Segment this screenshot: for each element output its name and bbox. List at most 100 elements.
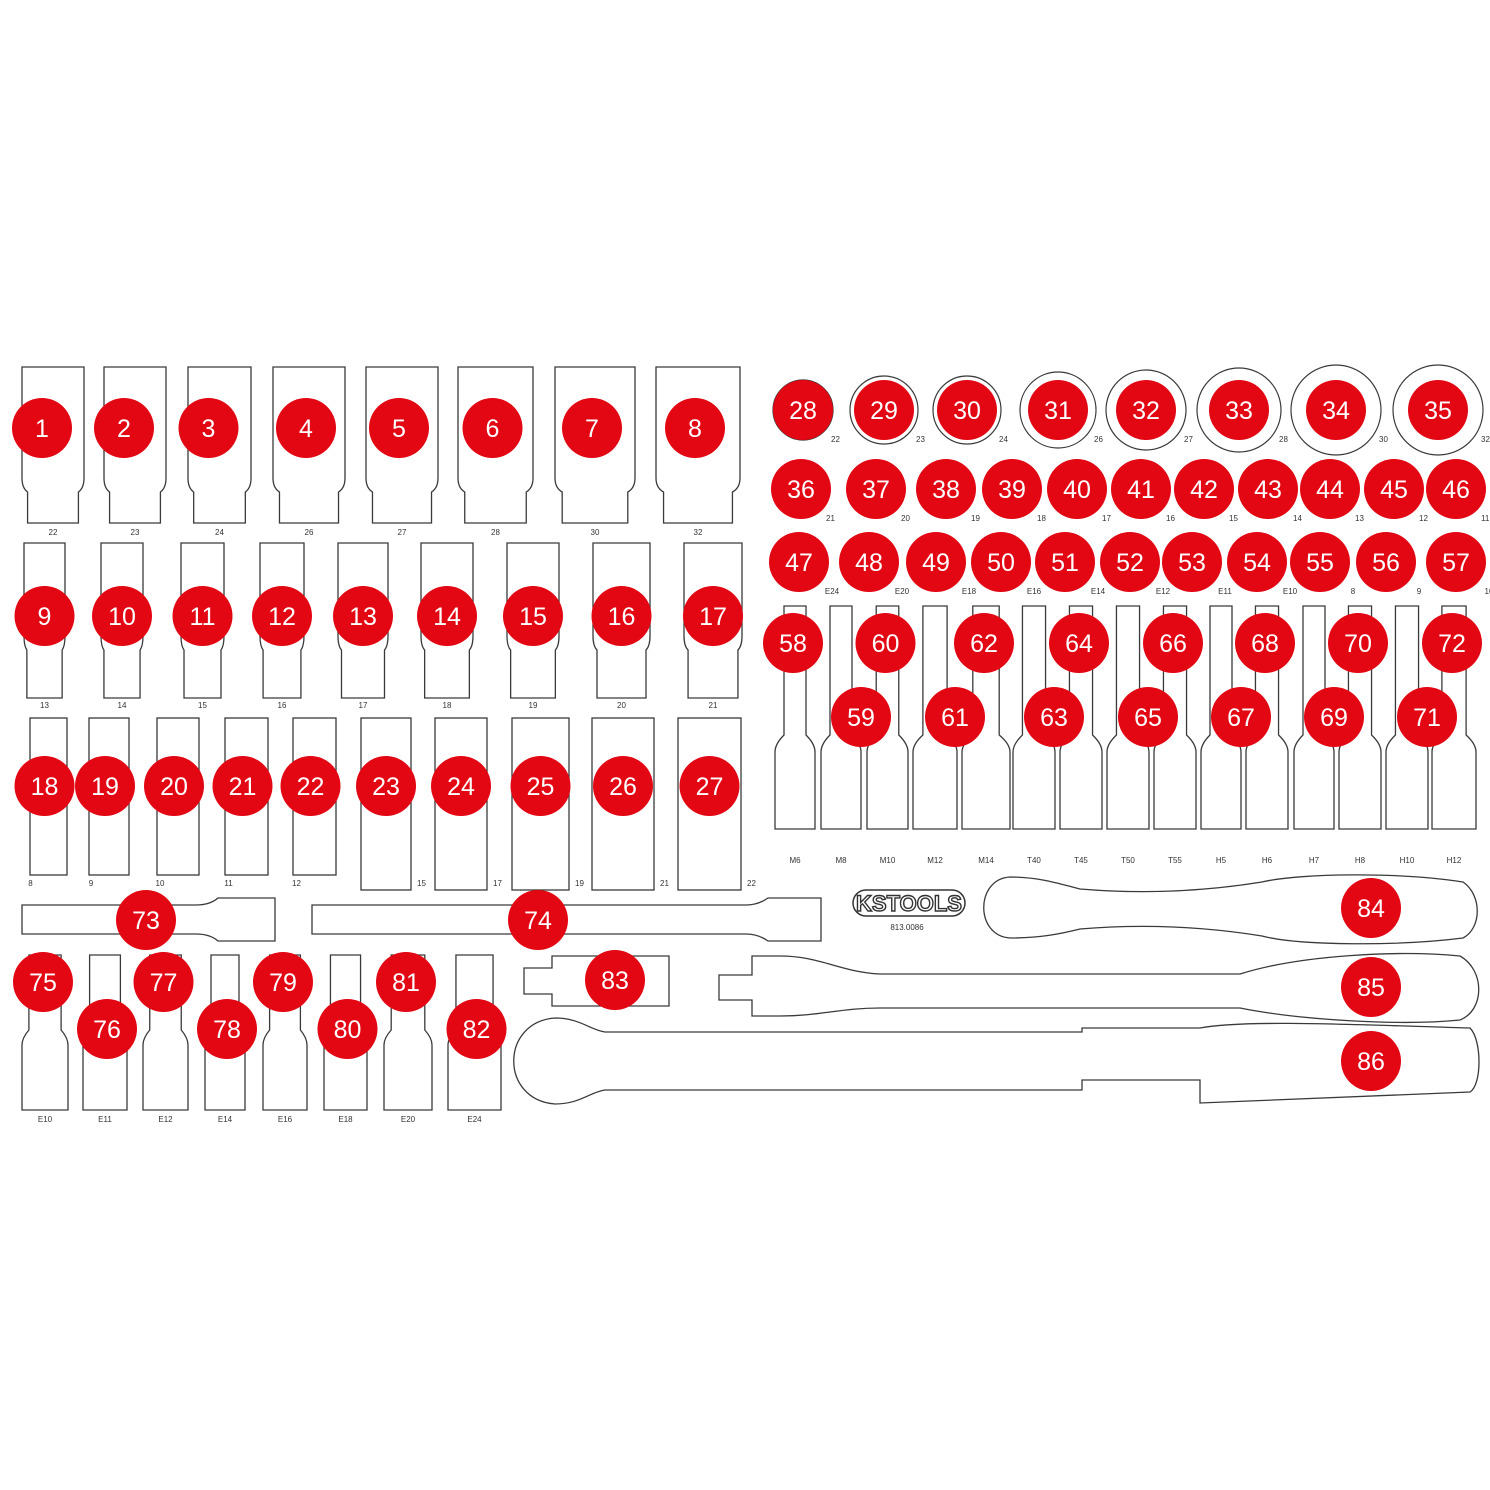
badge-circle bbox=[212, 756, 273, 816]
item-number: 63 bbox=[1040, 704, 1068, 732]
size-label: 24 bbox=[999, 435, 1008, 444]
badge-7: 7 bbox=[562, 398, 622, 458]
size-label: 26 bbox=[1094, 435, 1103, 444]
badge-circle bbox=[1111, 459, 1171, 519]
badge-circle bbox=[12, 398, 72, 458]
size-label: 13 bbox=[1355, 514, 1364, 523]
badge-circle bbox=[1235, 613, 1295, 673]
badge-58: 58 bbox=[763, 613, 823, 673]
item-number: 11 bbox=[190, 603, 216, 631]
badge-circle bbox=[937, 380, 997, 440]
badge-32: 32 bbox=[1116, 380, 1176, 440]
badge-19: 19 bbox=[75, 756, 135, 816]
badge-circle bbox=[144, 756, 204, 816]
item-number: 66 bbox=[1159, 630, 1187, 658]
badge-85: 85 bbox=[1341, 957, 1401, 1017]
size-label: 11 bbox=[224, 879, 233, 888]
size-label: 14 bbox=[118, 701, 127, 710]
badge-circle bbox=[369, 398, 429, 458]
size-label: E14 bbox=[1091, 587, 1106, 596]
badge-circle bbox=[252, 586, 312, 646]
badge-circle bbox=[1328, 613, 1388, 673]
badge-36: 36 bbox=[771, 459, 831, 519]
size-label: 8 bbox=[28, 879, 33, 888]
item-number: 35 bbox=[1424, 397, 1452, 425]
round-socket-slot bbox=[1196, 367, 1282, 453]
item-number: 4 bbox=[299, 415, 313, 443]
size-label: E20 bbox=[401, 1115, 416, 1124]
size-label: 12 bbox=[292, 879, 301, 888]
badge-circle bbox=[1426, 459, 1486, 519]
item-number: 53 bbox=[1178, 549, 1206, 577]
item-number: 59 bbox=[847, 704, 875, 732]
size-label: H5 bbox=[1216, 856, 1227, 865]
size-label: E16 bbox=[278, 1115, 293, 1124]
badge-circle bbox=[1024, 687, 1084, 747]
badge-60: 60 bbox=[855, 613, 916, 673]
item-number: 27 bbox=[696, 773, 724, 801]
badge-42: 42 bbox=[1174, 459, 1234, 519]
item-number: 7 bbox=[585, 415, 599, 443]
badge-48: 48 bbox=[839, 532, 899, 592]
badge-29: 29 bbox=[854, 380, 914, 440]
item-number: 31 bbox=[1044, 397, 1072, 425]
badge-circle bbox=[462, 398, 523, 458]
item-number: 19 bbox=[91, 773, 119, 801]
size-label: 15 bbox=[417, 879, 426, 888]
badge-circle bbox=[280, 756, 341, 816]
badge-57: 57 bbox=[1426, 532, 1486, 592]
badge-47: 47 bbox=[769, 532, 829, 592]
badge-14: 14 bbox=[417, 586, 477, 646]
round-socket-slot bbox=[932, 375, 1002, 445]
badge-circle bbox=[916, 459, 976, 519]
badge-35: 35 bbox=[1408, 380, 1468, 440]
size-label: E10 bbox=[1283, 587, 1298, 596]
badge-circle bbox=[954, 613, 1014, 673]
round-socket-slot bbox=[1019, 371, 1097, 449]
badge-circle bbox=[1035, 532, 1095, 592]
size-label: 17 bbox=[493, 879, 502, 888]
size-label: 20 bbox=[617, 701, 626, 710]
item-number: 73 bbox=[132, 907, 160, 935]
badge-circle bbox=[446, 999, 507, 1059]
badge-circle bbox=[276, 398, 336, 458]
size-label: 9 bbox=[89, 879, 94, 888]
item-number: 39 bbox=[998, 476, 1026, 504]
badge-circle bbox=[510, 756, 571, 816]
badge-circle bbox=[1341, 957, 1401, 1017]
long-ratchet-slot bbox=[513, 1017, 1480, 1105]
item-number: 14 bbox=[433, 603, 461, 631]
badge-circle bbox=[376, 952, 436, 1012]
badge-83: 83 bbox=[585, 950, 645, 1010]
badge-51: 51 bbox=[1035, 532, 1095, 592]
item-number: 2 bbox=[117, 415, 131, 443]
size-label: 27 bbox=[398, 528, 407, 537]
badge-circle bbox=[508, 890, 568, 950]
badge-circle bbox=[1341, 1031, 1401, 1091]
size-label: 19 bbox=[971, 514, 980, 523]
item-number: 81 bbox=[392, 969, 420, 997]
badge-37: 37 bbox=[846, 459, 906, 519]
badge-53: 53 bbox=[1162, 532, 1222, 592]
ratchet-slot bbox=[983, 874, 1478, 945]
item-number: 5 bbox=[392, 415, 406, 443]
badge-circle bbox=[417, 586, 477, 646]
badge-circle bbox=[1422, 613, 1482, 673]
item-number: 67 bbox=[1227, 704, 1255, 732]
badge-40: 40 bbox=[1047, 459, 1107, 519]
badge-circle bbox=[1100, 532, 1160, 592]
badge-circle bbox=[846, 459, 906, 519]
badge-2: 2 bbox=[94, 398, 154, 458]
badge-circle bbox=[197, 999, 257, 1059]
badge-24: 24 bbox=[431, 756, 491, 816]
badge-63: 63 bbox=[1024, 687, 1084, 747]
badge-16: 16 bbox=[591, 586, 652, 646]
size-label: T50 bbox=[1121, 856, 1135, 865]
badge-38: 38 bbox=[916, 459, 976, 519]
size-label: 28 bbox=[491, 528, 500, 537]
badge-56: 56 bbox=[1356, 532, 1416, 592]
badge-82: 82 bbox=[446, 999, 507, 1059]
item-number: 74 bbox=[524, 907, 552, 935]
badge-54: 54 bbox=[1227, 532, 1287, 592]
